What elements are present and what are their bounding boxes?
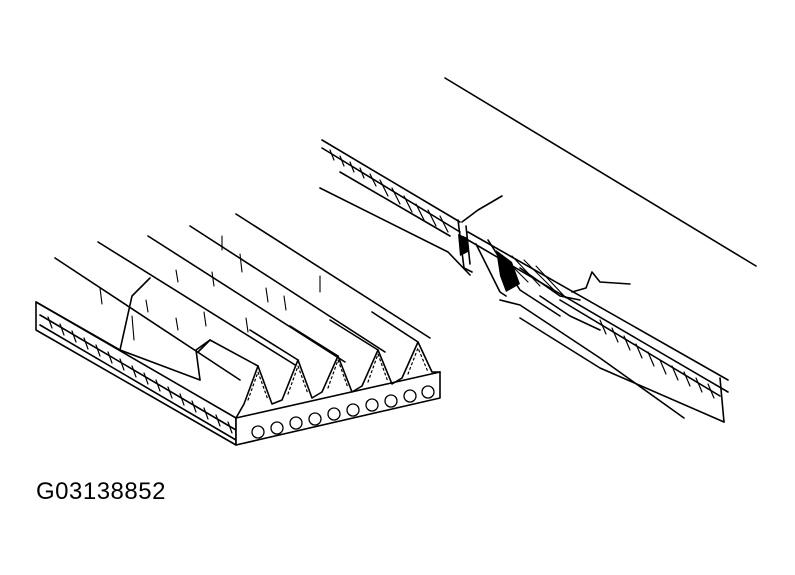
- damaged-belt-drawing: [319, 77, 757, 423]
- figure-id-label: G03138852: [36, 478, 166, 505]
- ribbed-belt-drawing: [35, 213, 441, 446]
